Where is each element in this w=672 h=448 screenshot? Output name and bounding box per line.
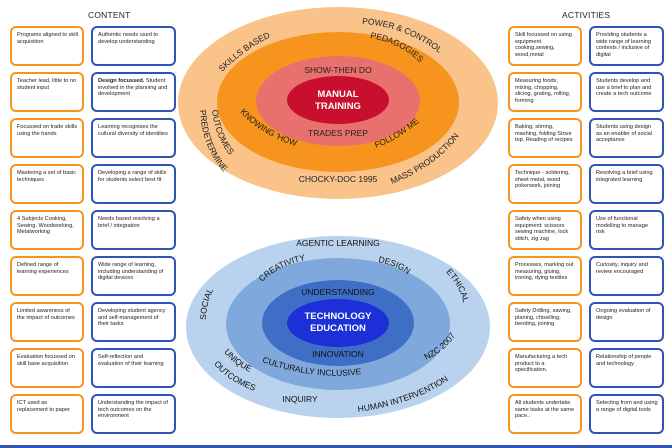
content-past-item-box: Teacher lead, little to no student input	[10, 72, 84, 112]
activity-past-item-box: All students undertake same tasks at the…	[508, 394, 582, 434]
content-present-item-text: Needs based resolving a brief / integrat…	[98, 216, 160, 229]
activity-past-item-box: Skill focussed on using equipment cookin…	[508, 26, 582, 66]
content-heading: CONTENT	[88, 10, 131, 20]
content-present-item-box: Understanding the impact of tech outcome…	[91, 394, 176, 434]
activity-past-item-text: Manufacturing a tech product to a specif…	[515, 354, 568, 374]
content-present-item-text: Design focussed. Student involved in the…	[98, 78, 168, 98]
activity-past-item-box: Safety when using equipment: scissors se…	[508, 210, 582, 250]
mt-chocky-doc: CHOCKY-DOC 1995	[299, 174, 378, 184]
content-present-item-box: Developing a range of skills for student…	[91, 164, 176, 204]
bottom-border	[0, 445, 672, 448]
activity-present-item-box: Selecting from and using a range of digi…	[589, 394, 664, 434]
mt-show-then-do: SHOW-THEN DO	[304, 65, 372, 75]
content-present-item-text: Authentic needs used to develop understa…	[98, 32, 159, 45]
activity-present-item-text: Resolving a brief using integrated learn…	[596, 170, 653, 183]
content-present-item-text: Wide range of learning, including unders…	[98, 262, 164, 282]
activity-past-item-box: Baking, stirring, mashing, folding Stove…	[508, 118, 582, 158]
content-present-item-text: Developing a range of skills for student…	[98, 170, 167, 183]
activity-past-item-box: Technique - soldering, sheet metal, wood…	[508, 164, 582, 204]
content-present-item-text: Understanding the impact of tech outcome…	[98, 400, 168, 420]
content-past-item-text: 4 Subjects Cooking, Sewing, Woodworking,…	[17, 216, 74, 236]
activity-present-item-box: Curiosity, inquiry and review encouraged	[589, 256, 664, 296]
content-past-item-box: Focussed on trade skills using the hands	[10, 118, 84, 158]
activities-heading: ACTIVITIES	[562, 10, 611, 20]
content-past-item-box: Defined range of learning experiences	[10, 256, 84, 296]
mt-trades-prep: TRADES PREP	[308, 128, 368, 138]
activity-past-item-text: Processes, marking out measuring, gluing…	[515, 262, 574, 282]
content-present-item-box: Authentic needs used to develop understa…	[91, 26, 176, 66]
activity-present-item-text: Providing students a wide range of learn…	[596, 32, 652, 59]
activity-present-item-text: Ongoing evaluation of design	[596, 308, 651, 321]
activity-present-item-box: Providing students a wide range of learn…	[589, 26, 664, 66]
activity-past-item-box: Processes, marking out measuring, gluing…	[508, 256, 582, 296]
activity-present-item-box: Students using design as an enabler of s…	[589, 118, 664, 158]
content-present-item-box: Learning recognises the cultural diversi…	[91, 118, 176, 158]
content-present-item-box: Wide range of learning, including unders…	[91, 256, 176, 296]
te-center-line1: TECHNOLOGY	[304, 311, 372, 322]
activity-past-item-text: Measuring foods, mixing, chopping, slici…	[515, 78, 571, 105]
activity-present-item-box: Students develop and use a brief to plan…	[589, 72, 664, 112]
content-past-item-text: Programs aligned to skill acquisition	[17, 32, 78, 45]
mt-center-line2: TRAINING	[315, 101, 361, 112]
activity-present-item-box: Resolving a brief using integrated learn…	[589, 164, 664, 204]
content-present-item-text: Developing student agency and self-manag…	[98, 308, 166, 328]
content-present-item-box: Self-reflection and evaluation of their …	[91, 348, 176, 388]
activity-past-item-box: Manufacturing a tech product to a specif…	[508, 348, 582, 388]
activity-present-item-text: Selecting from and using a range of digi…	[596, 400, 658, 413]
activity-past-item-text: Safety when using equipment: scissors se…	[515, 216, 569, 243]
activity-past-item-text: Safety Drilling, sawing, planing, chisel…	[515, 308, 572, 328]
te-inquiry: INQUIRY	[282, 394, 318, 404]
content-past-item-text: ICT used as replacement to paper	[17, 400, 70, 413]
content-present-item-text: Self-reflection and evaluation of their …	[98, 354, 164, 367]
te-center-line2: EDUCATION	[310, 323, 366, 334]
activity-present-item-text: Students develop and use a brief to plan…	[596, 78, 652, 98]
content-past-item-box: Mastering a set of basic techniques	[10, 164, 84, 204]
activity-present-item-box: Relationship of people and technology	[589, 348, 664, 388]
content-past-item-text: Defined range of learning experiences	[17, 262, 69, 275]
activity-past-item-text: Technique - soldering, sheet metal, wood…	[515, 170, 570, 190]
mt-center-line1: MANUAL	[317, 89, 358, 100]
content-present-item-box: Needs based resolving a brief / integrat…	[91, 210, 176, 250]
content-past-item-text: Mastering a set of basic techniques	[17, 170, 77, 183]
activity-present-item-box: Ongoing evaluation of design	[589, 302, 664, 342]
content-past-item-text: Evaluation focussed on skill base acquis…	[17, 354, 75, 367]
te-agentic-learning: AGENTIC LEARNING	[296, 238, 380, 248]
activity-present-item-text: Use of functional modelling to manage ri…	[596, 216, 648, 236]
te-core	[287, 299, 389, 347]
activity-past-item-text: Baking, stirring, mashing, folding Stove…	[515, 124, 573, 144]
mt-core	[287, 76, 389, 124]
activity-past-item-box: Safety Drilling, sawing, planing, chisel…	[508, 302, 582, 342]
content-past-item-text: Limited awareness of the impact of outco…	[17, 308, 75, 321]
activity-present-item-box: Use of functional modelling to manage ri…	[589, 210, 664, 250]
content-present-item-text: Learning recognises the cultural diversi…	[98, 124, 168, 137]
content-past-item-box: Programs aligned to skill acquisition	[10, 26, 84, 66]
bold-prefix: Design focussed.	[98, 78, 145, 84]
te-innovation: INNOVATION	[312, 349, 364, 359]
activity-past-item-box: Measuring foods, mixing, chopping, slici…	[508, 72, 582, 112]
content-past-item-text: Teacher lead, little to no student input	[17, 78, 77, 91]
te-understanding: UNDERSTANDING	[301, 287, 375, 297]
activity-present-item-text: Students using design as an enabler of s…	[596, 124, 652, 144]
content-present-item-box: Design focussed. Student involved in the…	[91, 72, 176, 112]
content-past-item-box: Evaluation focussed on skill base acquis…	[10, 348, 84, 388]
content-present-item-box: Developing student agency and self-manag…	[91, 302, 176, 342]
activity-present-item-text: Relationship of people and technology	[596, 354, 652, 367]
activity-past-item-text: All students undertake same tasks at the…	[515, 400, 575, 420]
content-past-item-box: 4 Subjects Cooking, Sewing, Woodworking,…	[10, 210, 84, 250]
activity-present-item-text: Curiosity, inquiry and review encouraged	[596, 262, 648, 275]
activity-past-item-text: Skill focussed on using equipment cookin…	[515, 32, 572, 59]
content-past-item-text: Focussed on trade skills using the hands	[17, 124, 78, 137]
content-past-item-box: Limited awareness of the impact of outco…	[10, 302, 84, 342]
content-past-item-box: ICT used as replacement to paper	[10, 394, 84, 434]
